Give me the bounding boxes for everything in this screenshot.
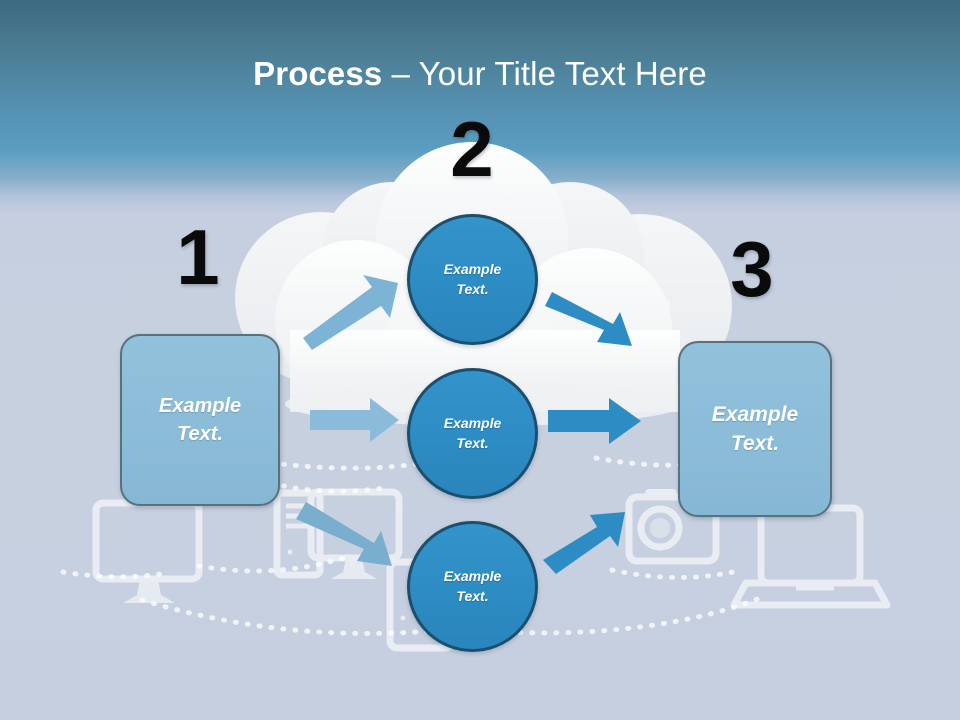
page-title: Process – Your Title Text Here — [0, 52, 960, 96]
process-box-right-line2: Text. — [730, 432, 780, 455]
process-circle-middle-line2: Text. — [456, 434, 489, 451]
process-box-right-text: Example Text. — [712, 400, 798, 459]
process-box-right[interactable]: Example Text. — [678, 341, 832, 517]
process-circle-top-line2: Text. — [456, 280, 489, 297]
process-box-right-line1: Example — [711, 402, 799, 426]
process-circle-bottom-line1: Example — [443, 567, 502, 584]
process-circle-bottom-text: Example Text. — [444, 567, 502, 607]
camera-icon — [625, 489, 720, 565]
process-circle-bottom-line2: Text. — [456, 587, 489, 604]
process-box-left-text: Example Text. — [159, 392, 241, 448]
step-number-2: 2 — [450, 105, 494, 193]
process-circle-middle-line1: Example — [443, 414, 502, 431]
process-circle-middle-text: Example Text. — [444, 414, 502, 454]
process-circle-middle[interactable]: Example Text. — [407, 368, 538, 499]
process-circle-top-line1: Example — [443, 260, 502, 277]
desktop-monitor-icon — [307, 488, 403, 579]
process-box-left-line1: Example — [158, 395, 242, 417]
monitor-icon — [92, 499, 203, 603]
process-box-left-line2: Text. — [177, 423, 223, 445]
step-number-3: 3 — [730, 225, 774, 313]
process-circle-top[interactable]: Example Text. — [407, 214, 538, 345]
process-box-left[interactable]: Example Text. — [120, 334, 280, 506]
process-circle-bottom[interactable]: Example Text. — [407, 521, 538, 652]
step-number-1: 1 — [176, 213, 220, 301]
process-circle-top-text: Example Text. — [444, 260, 502, 300]
page-title-light: – Your Title Text Here — [382, 55, 707, 92]
page-title-bold: Process — [253, 55, 383, 92]
laptop-icon — [730, 504, 891, 609]
